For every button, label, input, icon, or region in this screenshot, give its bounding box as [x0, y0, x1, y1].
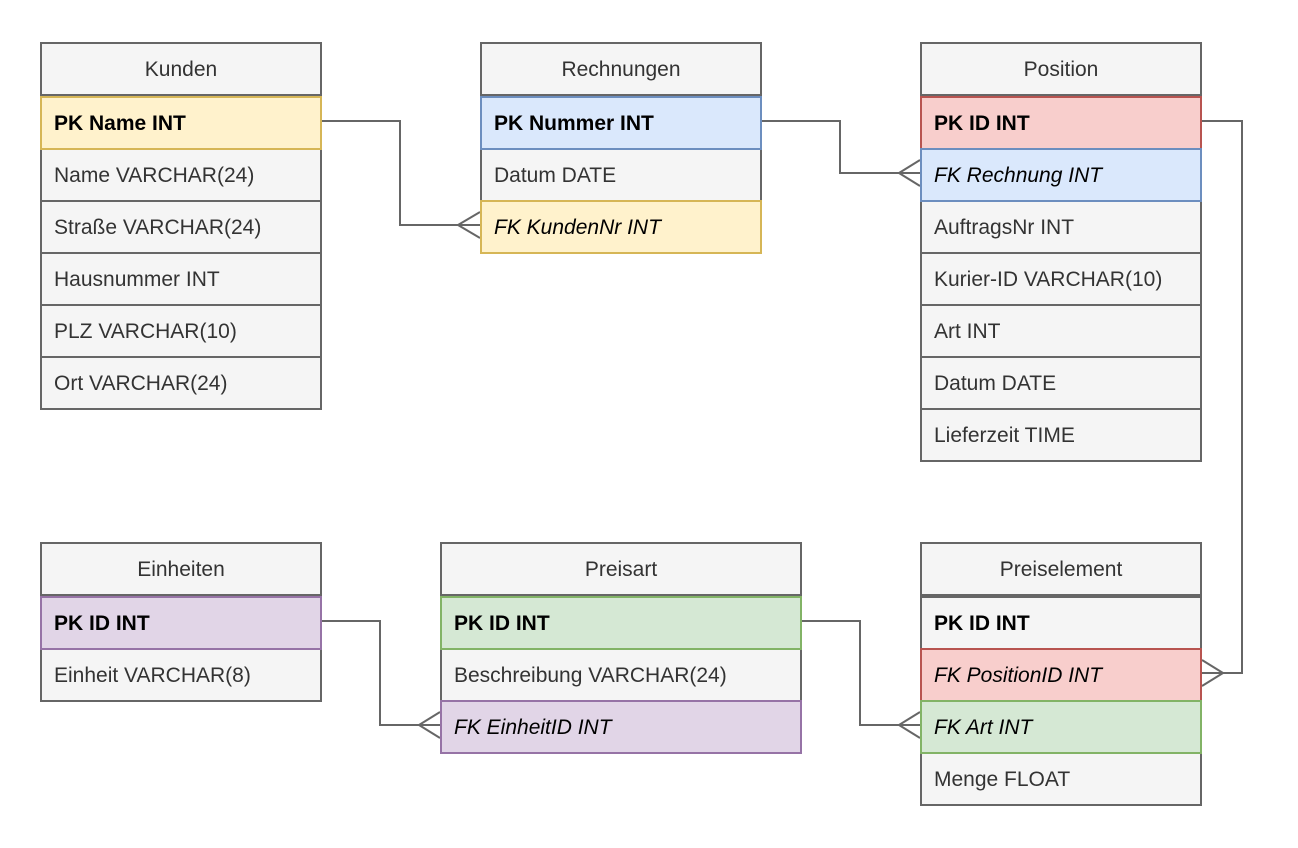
row-label: PK ID INT: [54, 611, 150, 635]
entity-table-preisart[interactable]: Preisart PK ID INT Beschreibung VARCHAR(2…: [440, 542, 802, 754]
preiselement-row-pk-id-int[interactable]: PK ID INT: [920, 596, 1202, 650]
kunden-row-name-varchar-24-[interactable]: Name VARCHAR(24): [40, 148, 322, 202]
row-label: FK PositionID INT: [934, 663, 1103, 687]
position-row-kurier-id-varchar-10-[interactable]: Kurier-ID VARCHAR(10): [920, 252, 1202, 306]
row-label: Menge FLOAT: [934, 767, 1071, 791]
kunden-row-plz-varchar-10-[interactable]: PLZ VARCHAR(10): [40, 304, 322, 358]
row-label: Kurier-ID VARCHAR(10): [934, 267, 1163, 291]
row-label: AuftragsNr INT: [934, 215, 1075, 239]
row-label: PK Name INT: [54, 111, 186, 135]
kunden-row-pk-name-int[interactable]: PK Name INT: [40, 96, 322, 150]
preisart-row-pk-id-int[interactable]: PK ID INT: [440, 596, 802, 650]
entity-rows-preisart: PK ID INT Beschreibung VARCHAR(24) FK Einh…: [440, 596, 802, 754]
einheiten-row-einheit-varchar-8-[interactable]: Einheit VARCHAR(8): [40, 648, 322, 702]
position-row-datum-date[interactable]: Datum DATE: [920, 356, 1202, 410]
row-label: Ort VARCHAR(24): [54, 371, 228, 395]
preiselement-row-fk-art-int[interactable]: FK Art INT: [920, 700, 1202, 754]
row-label: PK Nummer INT: [494, 111, 654, 135]
row-label: Art INT: [934, 319, 1001, 343]
connector-position-preiselement[interactable]: [1201, 120, 1243, 687]
kunden-row-hausnummer-int[interactable]: Hausnummer INT: [40, 252, 322, 306]
row-label: FK Rechnung INT: [934, 163, 1103, 187]
position-row-fk-rechnung-int[interactable]: FK Rechnung INT: [920, 148, 1202, 202]
row-label: Einheit VARCHAR(8): [54, 663, 251, 687]
row-label: Beschreibung VARCHAR(24): [454, 663, 727, 687]
row-label: FK Art INT: [934, 715, 1033, 739]
entity-title-kunden: Kunden: [40, 42, 322, 96]
preisart-row-beschreibung-varchar-24-[interactable]: Beschreibung VARCHAR(24): [440, 648, 802, 702]
row-label: PLZ VARCHAR(10): [54, 319, 237, 343]
preiselement-row-fk-positionid-int[interactable]: FK PositionID INT: [920, 648, 1202, 702]
connector-kunden-rechnungen[interactable]: [321, 120, 481, 239]
connector-rechnungen-position[interactable]: [761, 120, 921, 187]
row-label: Hausnummer INT: [54, 267, 220, 291]
entity-rows-einheiten: PK ID INT Einheit VARCHAR(8): [40, 596, 322, 702]
row-label: Lieferzeit TIME: [934, 423, 1075, 447]
rechnungen-row-fk-kundennr-int[interactable]: FK KundenNr INT: [480, 200, 762, 254]
entity-title-einheiten: Einheiten: [40, 542, 322, 596]
entity-rows-preiselement: PK ID INT FK PositionID INT FK Art INT Meng…: [920, 596, 1202, 806]
preisart-row-fk-einheitid-int[interactable]: FK EinheitID INT: [440, 700, 802, 754]
connector-preisart-preiselement[interactable]: [801, 620, 921, 739]
entity-title-position: Position: [920, 42, 1202, 96]
row-label: PK ID INT: [934, 111, 1030, 135]
entity-title-preiselement: Preiselement: [920, 542, 1202, 596]
entity-table-position[interactable]: Position PK ID INT FK Rechnung INT Auftrag…: [920, 42, 1202, 462]
entity-title-rechnungen: Rechnungen: [480, 42, 762, 96]
position-row-auftragsnr-int[interactable]: AuftragsNr INT: [920, 200, 1202, 254]
entity-rows-rechnungen: PK Nummer INT Datum DATE FK KundenNr INT: [480, 96, 762, 254]
entity-table-rechnungen[interactable]: Rechnungen PK Nummer INT Datum DATE FK Kun…: [480, 42, 762, 254]
preiselement-row-menge-float[interactable]: Menge FLOAT: [920, 752, 1202, 806]
entity-title-preisart: Preisart: [440, 542, 802, 596]
einheiten-row-pk-id-int[interactable]: PK ID INT: [40, 596, 322, 650]
entity-table-einheiten[interactable]: Einheiten PK ID INT Einheit VARCHAR(8): [40, 542, 322, 702]
rechnungen-row-datum-date[interactable]: Datum DATE: [480, 148, 762, 202]
position-row-art-int[interactable]: Art INT: [920, 304, 1202, 358]
position-row-lieferzeit-time[interactable]: Lieferzeit TIME: [920, 408, 1202, 462]
kunden-row-ort-varchar-24-[interactable]: Ort VARCHAR(24): [40, 356, 322, 410]
row-label: Datum DATE: [494, 163, 617, 187]
entity-table-kunden[interactable]: Kunden PK Name INT Name VARCHAR(24) Straße…: [40, 42, 322, 410]
kunden-row-straße-varchar-24-[interactable]: Straße VARCHAR(24): [40, 200, 322, 254]
row-label: Datum DATE: [934, 371, 1057, 395]
entity-table-preiselement[interactable]: Preiselement PK ID INT FK PositionID INT F…: [920, 542, 1202, 806]
row-label: PK ID INT: [454, 611, 550, 635]
entity-rows-position: PK ID INT FK Rechnung INT AuftragsNr INT Ku…: [920, 96, 1202, 462]
row-label: FK EinheitID INT: [454, 715, 612, 739]
connector-einheiten-preisart[interactable]: [321, 620, 441, 739]
row-label: PK ID INT: [934, 611, 1030, 635]
row-label: Straße VARCHAR(24): [54, 215, 262, 239]
position-row-pk-id-int[interactable]: PK ID INT: [920, 96, 1202, 150]
row-label: Name VARCHAR(24): [54, 163, 255, 187]
rechnungen-row-pk-nummer-int[interactable]: PK Nummer INT: [480, 96, 762, 150]
row-label: FK KundenNr INT: [494, 215, 661, 239]
entity-rows-kunden: PK Name INT Name VARCHAR(24) Straße VARCHA…: [40, 96, 322, 410]
